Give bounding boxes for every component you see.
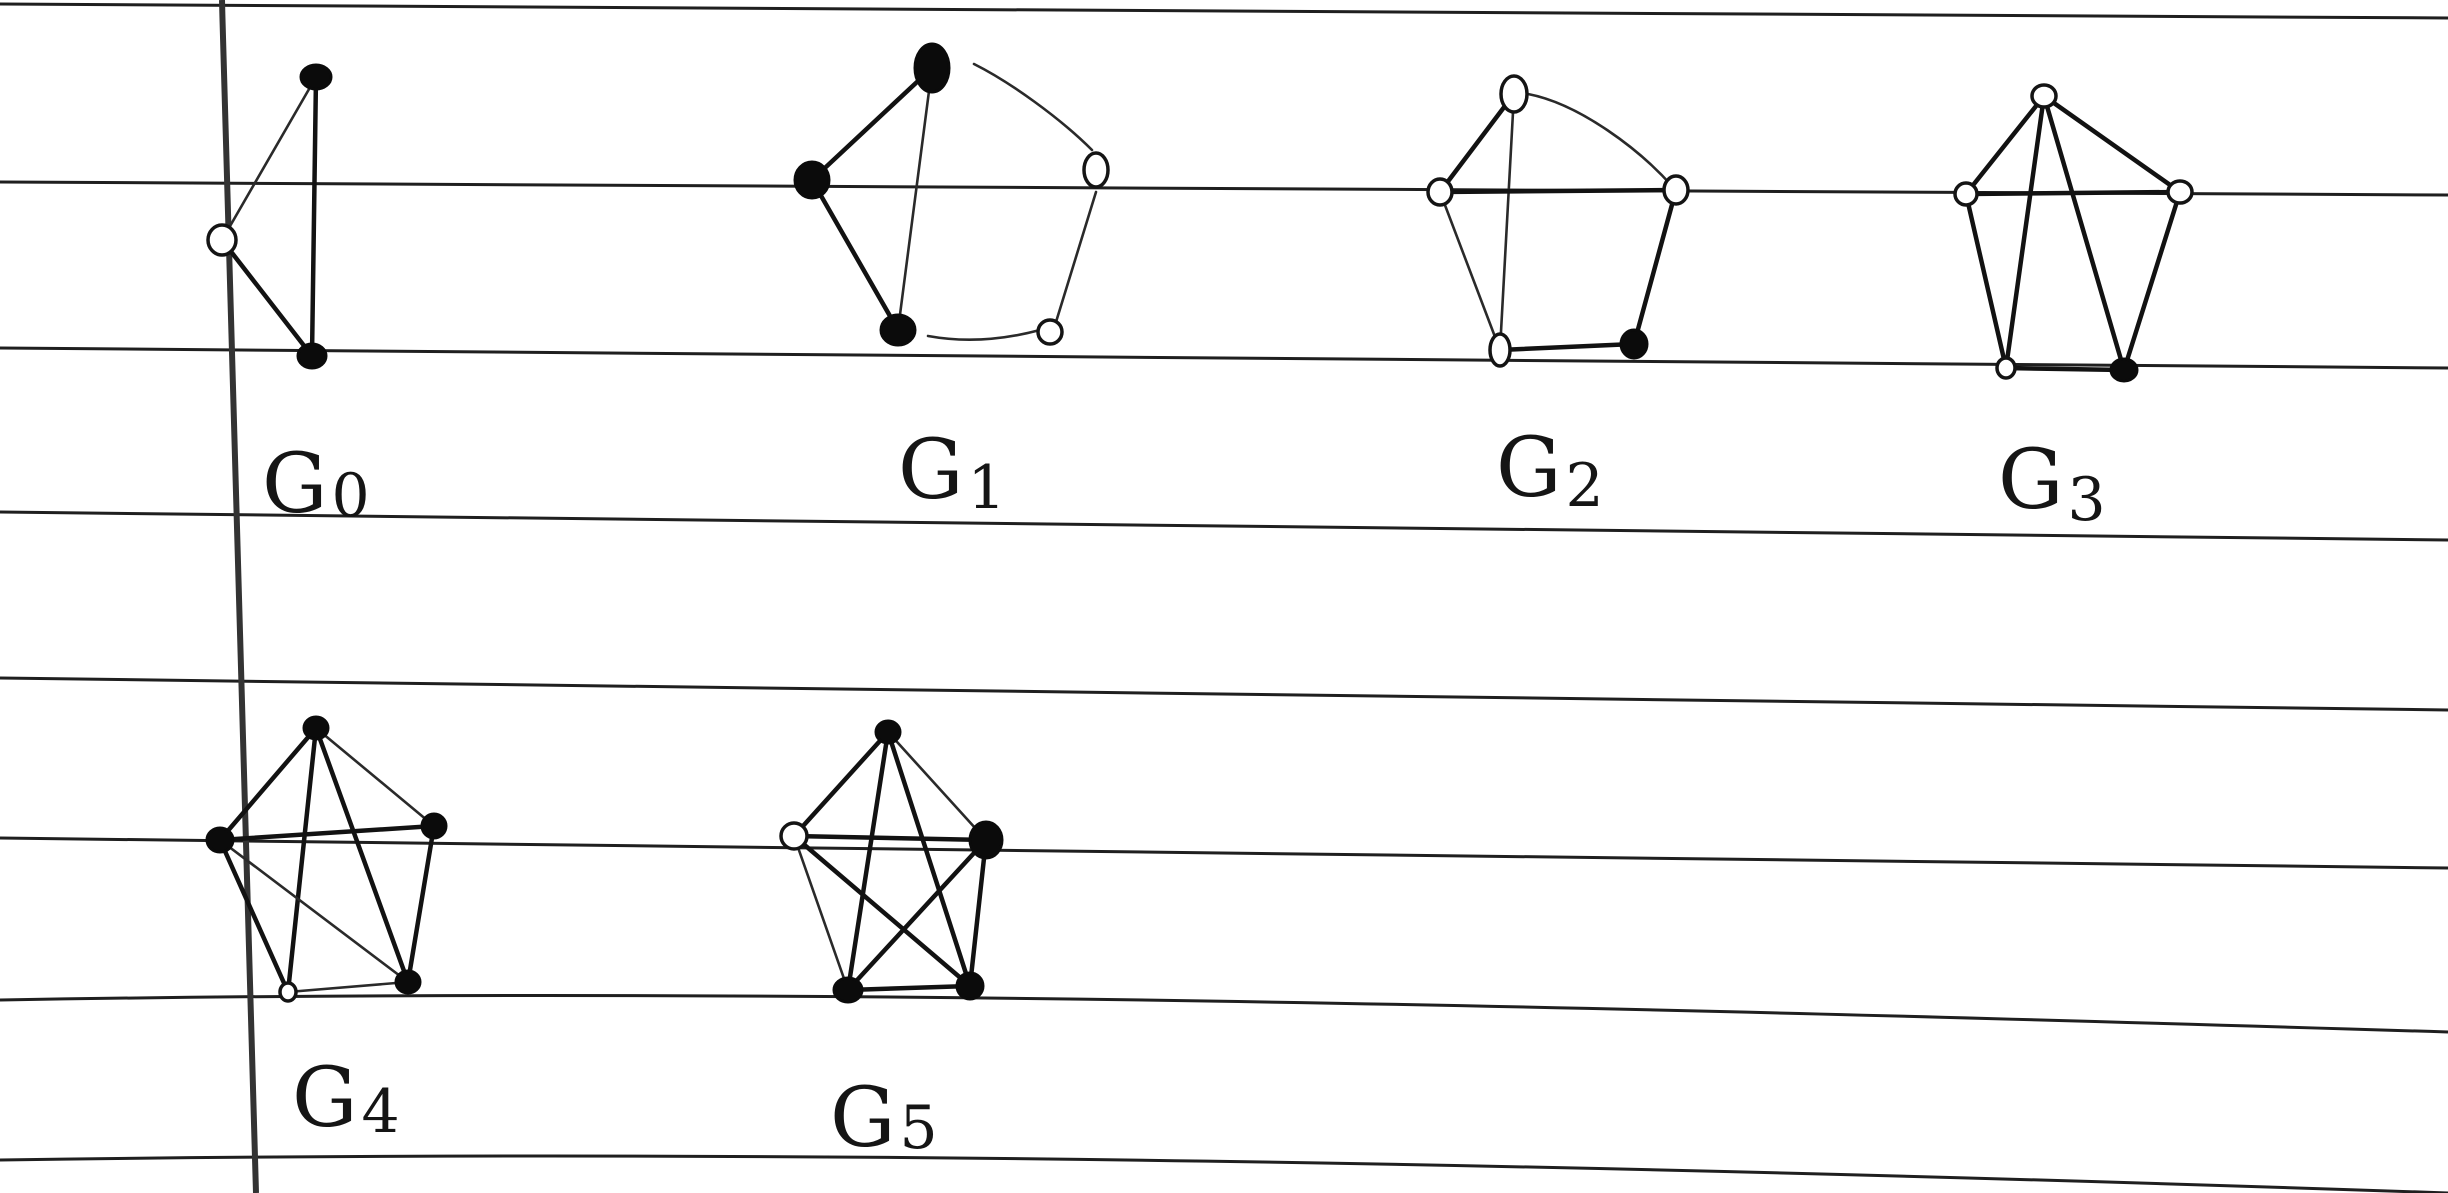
graph-edge	[1963, 191, 2009, 371]
graph-node	[1619, 328, 1649, 360]
graph-node	[1499, 74, 1529, 114]
graph-node	[205, 826, 235, 854]
graph-node	[206, 223, 238, 257]
graph-edge	[809, 177, 901, 333]
graph-edge	[1963, 189, 2183, 197]
graph-node	[1488, 332, 1512, 368]
graph-node	[1036, 318, 1064, 346]
graph-node	[2166, 179, 2194, 205]
graph-edge	[309, 74, 319, 359]
graph-node	[394, 969, 422, 995]
graph-edge	[972, 62, 1094, 152]
graph-edge	[2041, 93, 2127, 373]
graph-node	[1995, 356, 2017, 380]
graph-edge	[2041, 93, 2183, 195]
rule-line	[0, 346, 2448, 370]
graph-edge	[1497, 341, 1637, 353]
graph-edge	[1438, 190, 1502, 352]
graph-node	[420, 812, 448, 840]
graph-node	[1953, 181, 1979, 207]
graph-node	[874, 719, 902, 745]
graph-g3: G3	[1953, 83, 2194, 535]
graph-g1: G1	[793, 42, 1110, 523]
graph-node	[879, 313, 917, 347]
graph-edge	[220, 75, 318, 242]
graph-node	[913, 42, 951, 94]
graph-edge	[1498, 92, 1516, 352]
graph-edge	[885, 729, 973, 989]
graph-edge	[791, 833, 989, 843]
graph-edge	[285, 725, 319, 995]
graph-edge	[845, 983, 973, 993]
graph-edge	[791, 833, 973, 989]
graph-node	[968, 820, 1004, 860]
graph-edge	[926, 328, 1042, 342]
graph-edge	[218, 838, 410, 984]
graph-node	[832, 976, 864, 1004]
graph-node	[299, 63, 333, 91]
graph-node	[955, 971, 985, 1001]
graph-g5: G5	[779, 719, 1004, 1166]
graph-edge	[967, 837, 989, 989]
graph-edge	[809, 65, 935, 183]
rule-line	[0, 993, 2448, 1034]
graph-edge	[217, 837, 291, 995]
graph-node	[296, 342, 328, 370]
graph-edge	[219, 237, 315, 359]
graph-edge	[314, 726, 436, 828]
graph-edge	[313, 725, 411, 985]
graph-edge	[1631, 187, 1679, 347]
graph-node	[793, 160, 831, 200]
graph-node	[1662, 174, 1690, 206]
rule-line	[0, 1154, 2448, 1193]
graph-edge	[217, 725, 319, 843]
graph-edge	[286, 980, 410, 994]
graph-node	[2030, 83, 2058, 109]
margin-line	[219, 0, 259, 1193]
rule-line	[0, 676, 2448, 712]
graph-edge	[1054, 190, 1098, 324]
graph-edge	[405, 823, 437, 985]
graph-edge	[217, 823, 437, 843]
graph-g0: G0	[206, 63, 370, 532]
rule-line	[0, 2, 2448, 20]
graph-node	[1082, 151, 1110, 189]
graph-edge	[886, 730, 988, 842]
graph-edge	[2121, 189, 2183, 373]
graph-label: G2	[1496, 421, 1604, 521]
graph-edge	[791, 729, 891, 839]
graph-edge	[2003, 93, 2047, 371]
graph-edge	[1963, 93, 2047, 197]
graph-edge	[845, 729, 891, 993]
graph-g2: G2	[1426, 74, 1690, 521]
graph-edge	[1437, 91, 1517, 195]
graph-label: G3	[1998, 433, 2106, 535]
graph-label: G0	[262, 437, 370, 532]
graph-label: G4	[292, 1051, 400, 1147]
graph-g4: G4	[205, 715, 448, 1147]
graph-node	[779, 821, 809, 851]
graph-edge	[1526, 92, 1674, 188]
graph-label: G5	[830, 1071, 938, 1166]
graph-node	[2109, 357, 2139, 383]
graph-node	[1426, 177, 1454, 207]
graph-edge	[2003, 365, 2127, 373]
graph-edge	[792, 834, 850, 992]
graph-edge	[845, 837, 989, 993]
graph-edge	[896, 66, 934, 332]
graph-node	[278, 981, 298, 1003]
graph-edge	[1437, 187, 1679, 195]
graph-node	[302, 715, 330, 741]
graph-label: G1	[898, 423, 1006, 523]
